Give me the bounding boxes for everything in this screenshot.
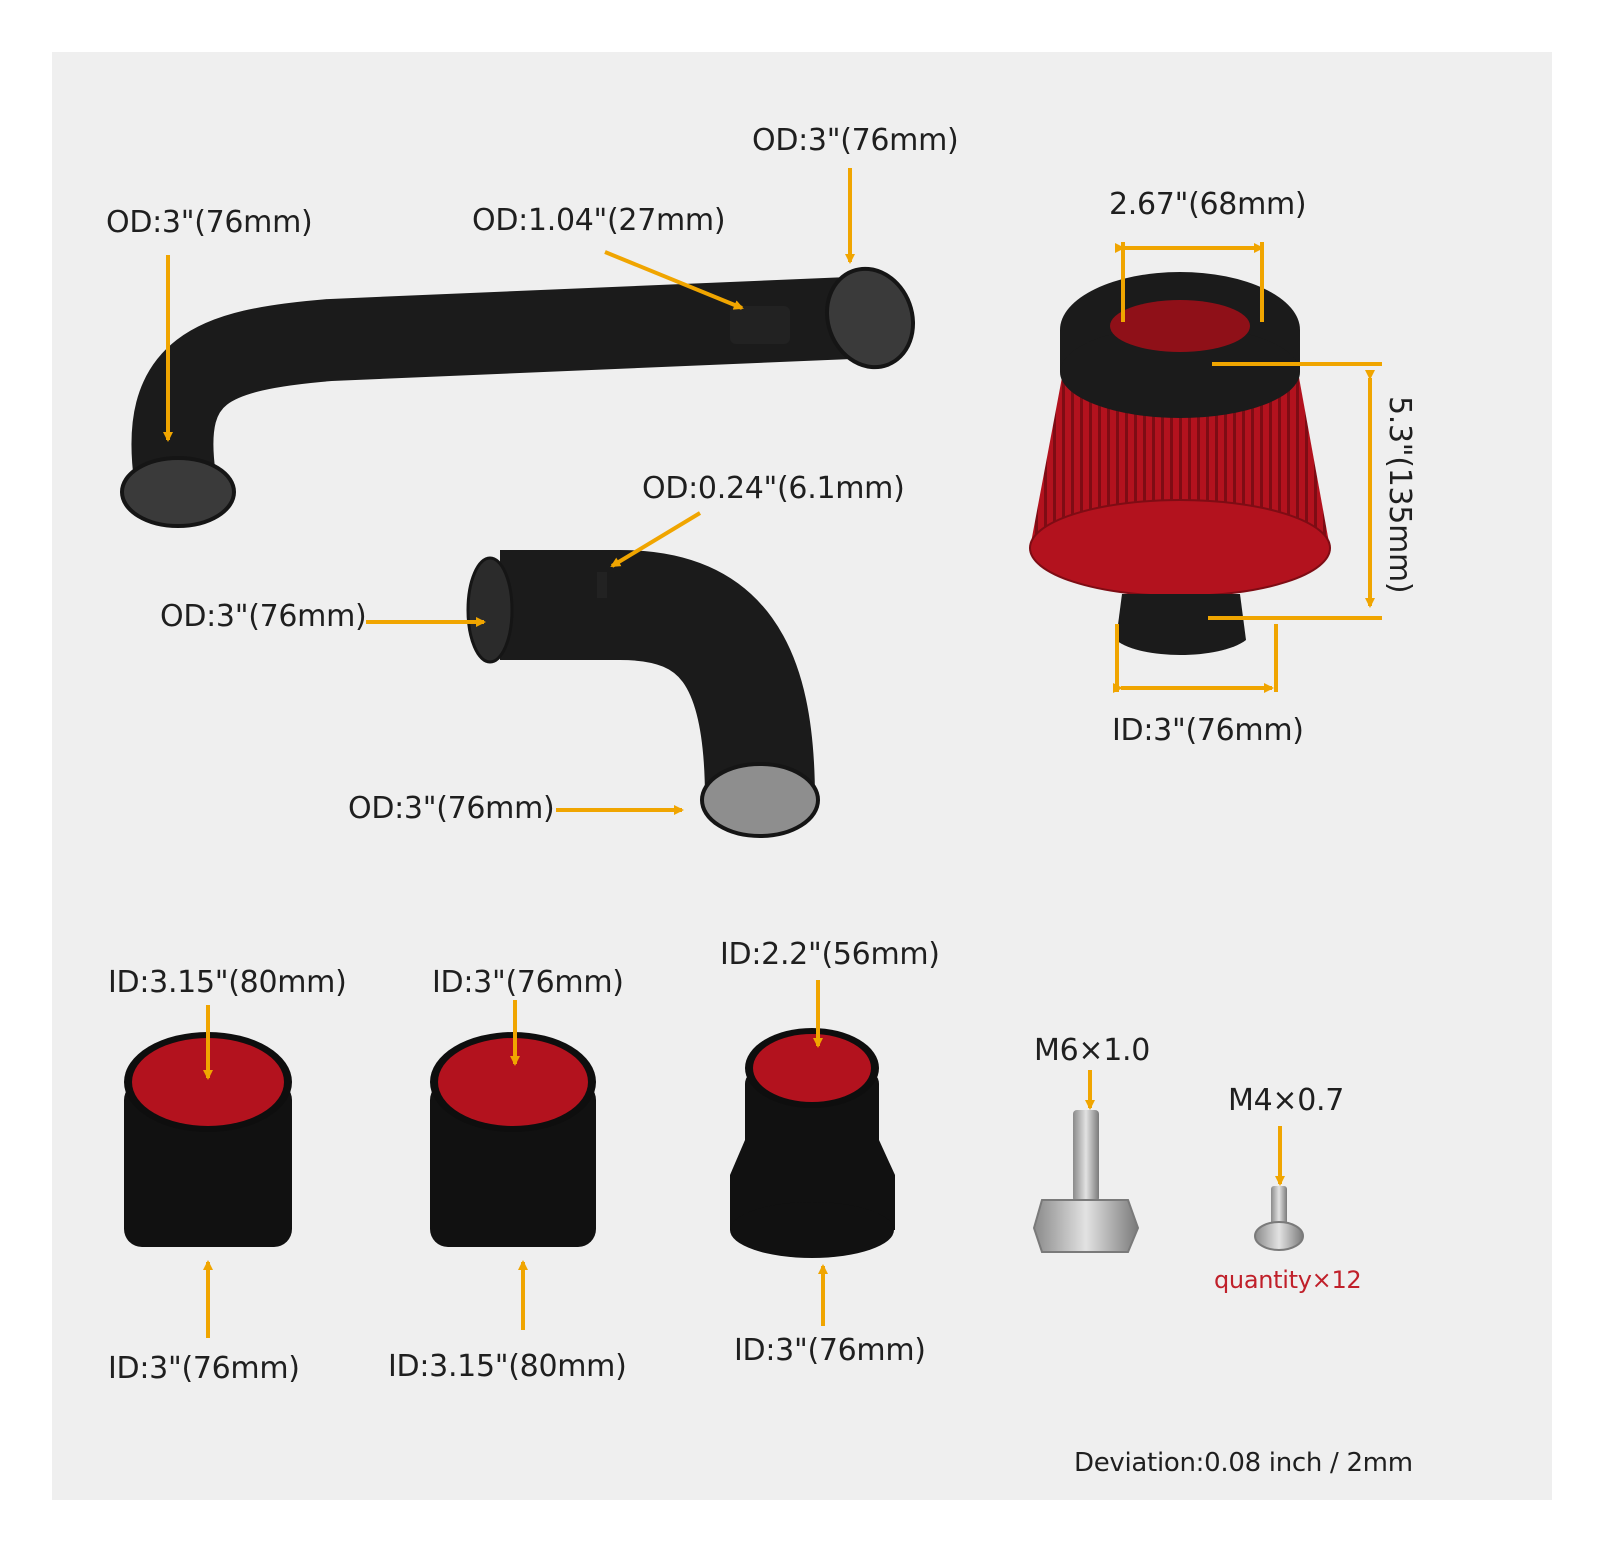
- elbow-bottom-od-label: OD:3"(76mm): [348, 791, 555, 826]
- arrow-nipple: [610, 511, 702, 568]
- long-pipe-left-od-label: OD:3"(76mm): [106, 205, 313, 240]
- elbow-opening-top: [466, 556, 514, 664]
- vacuum-nipple: [597, 572, 607, 598]
- long-pipe-right-od-label: OD:3"(76mm): [752, 123, 959, 158]
- coupler3-top-id-label: ID:2.2"(56mm): [720, 937, 940, 972]
- bolt-m6-label: M6×1.0: [1034, 1033, 1151, 1068]
- coupler-3: [730, 1028, 895, 1258]
- coupler1-bottom-id-label: ID:3"(76mm): [108, 1351, 300, 1386]
- coupler2-bottom-id-label: ID:3.15"(80mm): [388, 1349, 627, 1384]
- elbow-top-od-label: OD:3"(76mm): [160, 599, 367, 634]
- bolt-m4-label: M4×0.7: [1228, 1083, 1345, 1118]
- arrow-sensor-port: [604, 250, 744, 310]
- dimension-arrows: [163, 168, 1382, 1338]
- filter-flange: [1116, 594, 1246, 655]
- elbow-pipe: [466, 550, 820, 838]
- bolt-m4: [1254, 1186, 1304, 1251]
- elbow-opening-bottom: [700, 762, 820, 838]
- coupler1-top-id-label: ID:3.15"(80mm): [108, 965, 347, 1000]
- coupler3-bottom-id-label: ID:3"(76mm): [734, 1333, 926, 1368]
- filter-top-opening-label: 2.67"(68mm): [1109, 187, 1307, 222]
- bolt-quantity-label: quantity×12: [1214, 1266, 1362, 1294]
- coupler2-top-id-label: ID:3"(76mm): [432, 965, 624, 1000]
- coupler-2: [430, 1032, 596, 1247]
- filter-top-opening: [1110, 300, 1250, 352]
- pipe-opening-left: [120, 456, 236, 528]
- filter-flange-id-label: ID:3"(76mm): [1112, 713, 1304, 748]
- long-pipe-sensor-od-label: OD:1.04"(27mm): [472, 203, 726, 238]
- pipe-opening-right: [824, 266, 916, 370]
- elbow-nipple-od-label: OD:0.24"(6.1mm): [642, 471, 905, 506]
- deviation-note: Deviation:0.08 inch / 2mm: [1074, 1448, 1413, 1478]
- coupler-1: [124, 1032, 292, 1247]
- bolt-m6: [1032, 1110, 1140, 1253]
- sensor-boss: [730, 306, 790, 344]
- cone-air-filter: [1029, 272, 1331, 655]
- filter-height-label: 5.3"(135mm): [1382, 396, 1417, 594]
